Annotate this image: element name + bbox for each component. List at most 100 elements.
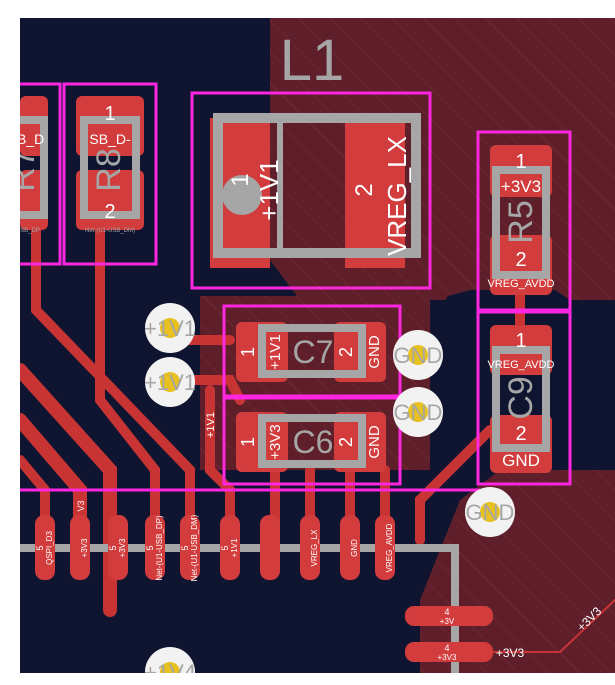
capacitor-c7[interactable]: 1 +1V1 C7 2 GND — [236, 322, 386, 382]
l1-pad-2-number: 2 — [351, 183, 378, 196]
margin-left — [0, 0, 20, 685]
ic-pin-net: QSPI_D3 — [45, 531, 54, 565]
ic-pin-pad — [108, 515, 128, 580]
courtyard-c9 — [476, 310, 572, 486]
ic-pin[interactable]: VREG_LX — [300, 515, 320, 580]
r5-pad-2-number: 2 — [515, 249, 526, 271]
c7-pad-1-net: +1V1 — [267, 334, 284, 369]
r5-pad-1-net: +3V3 — [501, 177, 541, 196]
ic-pin[interactable]: GND — [340, 515, 360, 580]
r8-pad-1-net: SB_D- — [89, 131, 131, 147]
via[interactable]: GND — [393, 330, 443, 380]
margin-bottom — [0, 673, 615, 685]
ic-pin-net: GND — [350, 539, 359, 557]
ic-pin-number: 4 — [444, 643, 449, 653]
via-label: GND — [394, 343, 443, 368]
c7-designator: C7 — [293, 334, 334, 370]
r5-pad-2[interactable] — [490, 235, 552, 295]
r5-designator: R5 — [502, 200, 540, 243]
ic-pin[interactable]: 4+3V — [405, 606, 493, 626]
l1-body-outline — [213, 113, 421, 258]
c6-designator: C6 — [293, 424, 334, 460]
r-left-fab-text: SB_DP — [20, 228, 40, 234]
ic-pin[interactable]: 5+1V1 — [220, 515, 240, 580]
l1-designator: L1 — [280, 28, 345, 93]
ic-pin-net: +3V3 — [118, 538, 127, 557]
l1-pad-1-net: +1V1 — [254, 159, 284, 220]
l1-pad-2[interactable] — [345, 118, 405, 268]
ic-pin-pad — [405, 642, 493, 662]
capacitor-c6[interactable]: 1 +3V3 C6 2 GND — [236, 412, 386, 472]
track — [95, 205, 160, 545]
ic-pin[interactable]: VREG_AVDD — [375, 515, 395, 580]
margin-top — [0, 0, 615, 18]
ic-pin-number: 5 — [35, 545, 45, 550]
via-label: +1V1 — [144, 316, 196, 341]
ic-pin-net: Net-(U1-USB_DP) — [155, 515, 164, 581]
via[interactable]: GND — [393, 387, 443, 437]
resistor-r8[interactable]: 1 SB_D- R8 2 Net-(U1-USB_DM) — [76, 96, 144, 234]
r8-pad-2-number: 2 — [104, 201, 115, 223]
r5-pad-2-net: VREG_AVDD — [487, 278, 554, 290]
l1-pad-2-net: VREG_LX — [382, 136, 412, 256]
l1-pin1-dot — [222, 175, 262, 215]
via-hole — [408, 402, 428, 422]
r8-body-outline — [80, 116, 140, 219]
r8-pad-1-number: 1 — [104, 103, 115, 125]
ic-pin-net: +1V1 — [230, 538, 239, 557]
ic-pin-net: +3V3 — [438, 653, 457, 662]
c9-body-outline — [492, 346, 550, 452]
via-label: GND — [394, 400, 443, 425]
inductor-l1[interactable]: L1 1 +1V1 2 VREG_LX — [210, 28, 421, 268]
via[interactable]: GND — [465, 487, 515, 537]
ic-pin-pad — [340, 515, 360, 580]
capacitor-c9[interactable]: 1 VREG_AVDD C9 2 GND — [487, 325, 555, 473]
c9-pad-1-number: 1 — [515, 330, 526, 352]
via-hole — [160, 372, 180, 392]
via[interactable]: +1V1 — [144, 357, 196, 407]
ic-pin-pad — [375, 515, 395, 580]
trace-label-1v1: +1V1 — [205, 412, 217, 438]
ic-pin-net: Net-(U1-USB_DM) — [190, 514, 199, 581]
via-label: GND — [466, 500, 515, 525]
ic-pin-number: 5 — [108, 545, 118, 550]
ic-pin-pad — [260, 515, 280, 580]
via-hole — [480, 502, 500, 522]
c9-pad-2-net: GND — [502, 451, 540, 470]
ic-pin-number: 5 — [180, 545, 190, 550]
resistor-r5[interactable]: 1 +3V3 R5 2 VREG_AVDD — [487, 145, 555, 295]
via[interactable]: +1V1 — [144, 303, 196, 353]
track — [175, 375, 245, 405]
ic-pin[interactable]: 5+3V3 — [108, 515, 128, 580]
ic-pin-net: +3V3 — [80, 538, 89, 557]
c6-pad-2-number: 2 — [336, 437, 356, 447]
courtyard-l1 — [190, 91, 432, 290]
c9-pad-2-number: 2 — [515, 423, 526, 445]
ic-pin-pad — [300, 515, 320, 580]
ic-pin-number: 5 — [145, 545, 155, 550]
c6-pad-2-net: GND — [366, 425, 383, 459]
ic-pin[interactable] — [260, 515, 280, 580]
ic-pin[interactable]: +3V3 — [70, 515, 90, 580]
ic-pin[interactable]: 4+3V3 — [405, 642, 493, 662]
courtyard-c6 — [222, 396, 402, 486]
c9-designator: C9 — [502, 376, 540, 419]
courtyard-r5 — [476, 130, 572, 312]
ic-pin-net: VREG_AVDD — [385, 523, 394, 572]
ic-pin-pad — [220, 515, 240, 580]
r8-pad-1[interactable] — [76, 96, 144, 156]
ic-pin-pad — [35, 515, 55, 580]
l1-pad-1-number: 1 — [227, 173, 254, 186]
ic-pin-pad — [405, 606, 493, 626]
courtyard-r8 — [62, 82, 158, 266]
c7-pad-2-net: GND — [366, 335, 383, 369]
ic-pin-column: 4+3V 4+3V3 — [405, 606, 493, 662]
c7-body-outline — [258, 324, 366, 378]
vias: +1V1 +1V1 GND GND GND +1V4 — [144, 303, 515, 685]
ic-pin-net: VREG_LX — [310, 529, 319, 567]
